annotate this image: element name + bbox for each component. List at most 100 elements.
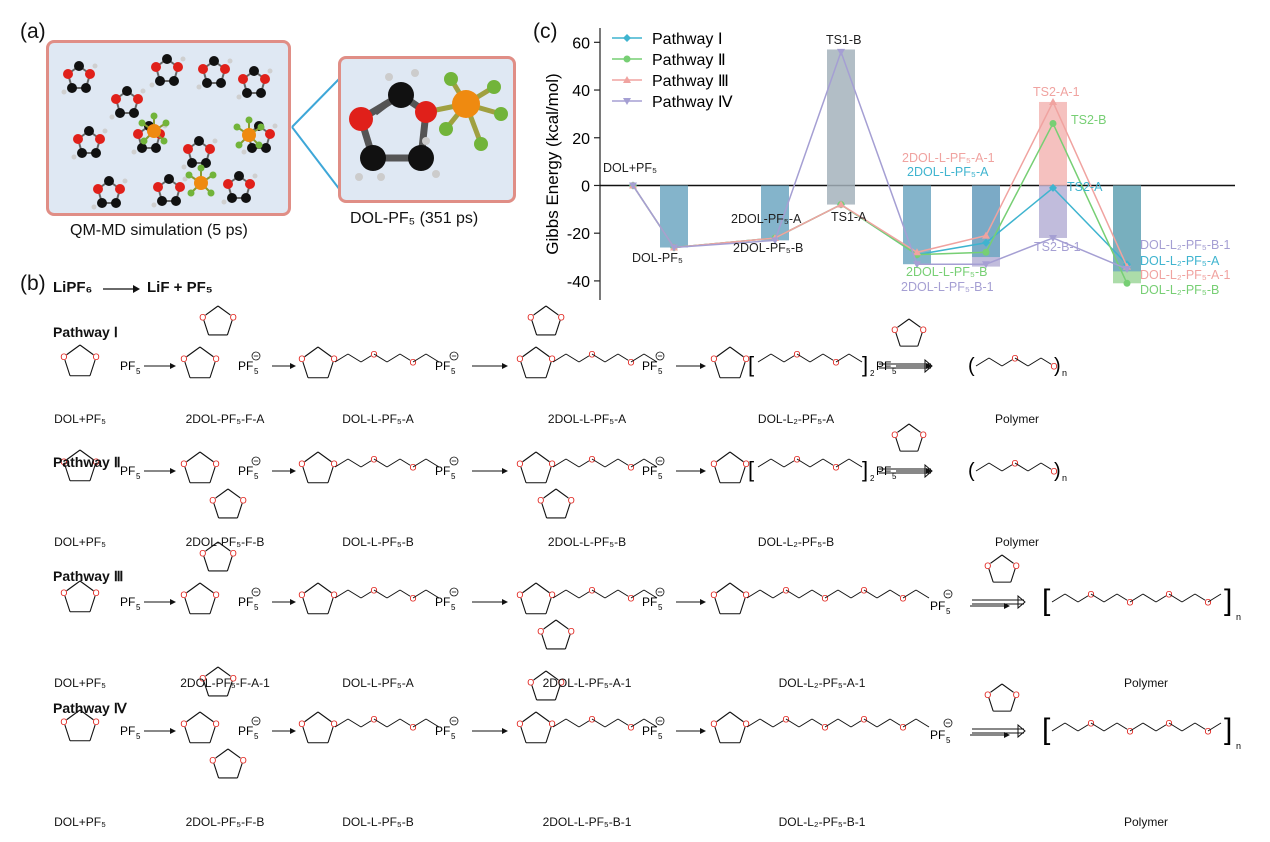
svg-text:O: O xyxy=(558,678,565,688)
data-point xyxy=(1049,119,1057,127)
series-line xyxy=(632,49,1128,270)
svg-text:5: 5 xyxy=(136,603,141,612)
pf5-label: PF xyxy=(930,728,945,742)
chain-icon: OO xyxy=(552,715,658,733)
pf5-label: PF xyxy=(238,464,253,478)
double-arrow-icon xyxy=(972,594,1026,610)
pf5-label: PF xyxy=(876,464,891,478)
reaction-arrow-icon xyxy=(144,599,176,605)
svg-text:n: n xyxy=(1236,741,1241,751)
pf5-label: PF xyxy=(238,595,253,609)
dol-pf5-molecule xyxy=(349,69,508,181)
pf5-label: PF xyxy=(435,595,450,609)
svg-text:O: O xyxy=(549,590,556,600)
energy-bar xyxy=(827,185,855,205)
svg-text:O: O xyxy=(516,719,523,729)
svg-text:2: 2 xyxy=(870,474,875,483)
svg-text:O: O xyxy=(891,325,898,335)
svg-text:O: O xyxy=(627,463,634,473)
y-tick-label: -40 xyxy=(567,274,590,291)
bracket-icon: ] xyxy=(862,457,868,482)
step-caption: DOL-L₂-PF₅-A-1 xyxy=(778,676,866,690)
svg-text:O: O xyxy=(199,549,206,559)
svg-text:O: O xyxy=(710,590,717,600)
step-caption: DOL+PF₅ xyxy=(54,676,106,690)
svg-text:O: O xyxy=(298,590,305,600)
reaction-arrow-icon xyxy=(676,728,706,734)
svg-text:O: O xyxy=(60,352,67,362)
svg-text:O: O xyxy=(230,674,237,684)
svg-text:O: O xyxy=(230,549,237,559)
chain-icon: OO xyxy=(552,586,658,604)
svg-text:O: O xyxy=(240,756,247,766)
reaction-arrow-icon xyxy=(144,468,176,474)
svg-text:O: O xyxy=(627,723,634,733)
pf5-label: PF xyxy=(642,595,657,609)
chart-annotation: TS1-B xyxy=(826,33,861,47)
pf5-label: PF xyxy=(642,359,657,373)
svg-text:O: O xyxy=(180,354,187,364)
svg-text:O: O xyxy=(899,723,906,733)
svg-text:O: O xyxy=(298,719,305,729)
step-caption: DOL+PF₅ xyxy=(54,412,106,426)
step-caption: 2DOL-L-PF₅-B-1 xyxy=(542,815,632,829)
data-point xyxy=(1049,234,1057,242)
legend-marker xyxy=(623,34,631,42)
dol-pf5-zoom-box xyxy=(338,56,516,203)
step-caption: 2DOL-L-PF₅-B xyxy=(547,535,627,549)
svg-text:5: 5 xyxy=(451,367,456,376)
legend-label: Pathway Ⅰ xyxy=(652,31,723,48)
dol-ring-icon: OO xyxy=(891,423,927,452)
svg-text:O: O xyxy=(1126,598,1133,608)
negative-charge-icon xyxy=(251,716,261,726)
chain-icon: OO xyxy=(334,455,440,473)
double-arrow-icon xyxy=(972,723,1026,739)
data-point xyxy=(982,238,990,247)
y-tick-label: -20 xyxy=(567,226,590,243)
svg-text:O: O xyxy=(240,496,247,506)
svg-text:O: O xyxy=(1204,598,1211,608)
svg-text:O: O xyxy=(527,678,534,688)
chart-annotation: 2DOL-L-PF₅-B-1 xyxy=(901,280,994,294)
data-point xyxy=(1049,97,1057,105)
svg-text:O: O xyxy=(331,590,338,600)
pf5-label: PF xyxy=(435,359,450,373)
reaction-products: LiF + PF₅ xyxy=(147,279,213,296)
reaction-arrow-icon xyxy=(272,468,296,474)
svg-text:2: 2 xyxy=(870,369,875,378)
step-caption: 2DOL-L-PF₅-A-1 xyxy=(542,676,632,690)
reaction-arrow-icon xyxy=(144,728,176,734)
pathway-1-title: Pathway Ⅰ xyxy=(53,324,118,340)
svg-text:O: O xyxy=(537,496,544,506)
bracket-icon: [ xyxy=(748,352,754,377)
dol-ring-icon: OO xyxy=(298,711,338,744)
svg-text:5: 5 xyxy=(451,732,456,741)
polymer-caption: Polymer xyxy=(1123,815,1169,829)
dol-ring-icon: OO xyxy=(516,346,556,379)
svg-text:O: O xyxy=(93,588,100,598)
y-tick-label: 40 xyxy=(572,83,590,100)
pathway-4-title: Pathway Ⅳ xyxy=(53,700,127,716)
dol-molecule-ball-icon xyxy=(196,56,233,90)
data-point xyxy=(837,48,845,56)
step-caption: 2DOL-L-PF₅-A xyxy=(547,412,627,426)
attacking-dol-ring-icon: OO xyxy=(199,305,237,336)
data-point xyxy=(1049,183,1057,192)
svg-text:O: O xyxy=(1050,362,1057,372)
dol-molecule-ball-icon xyxy=(109,86,146,120)
reaction-arrow-icon xyxy=(472,599,508,605)
svg-text:O: O xyxy=(409,358,416,368)
svg-text:O: O xyxy=(984,561,991,571)
chart-annotation: DOL-L₂-PF₅-B xyxy=(1140,283,1219,297)
svg-text:O: O xyxy=(984,690,991,700)
attacking-dol-ring-icon: OO xyxy=(209,488,247,519)
energy-bar xyxy=(660,185,688,248)
pf5-label: PF xyxy=(238,359,253,373)
step-caption: DOL+PF₅ xyxy=(54,535,106,549)
double-arrow-icon xyxy=(879,358,933,374)
svg-text:O: O xyxy=(891,430,898,440)
panel-b-label: (b) xyxy=(20,272,46,295)
